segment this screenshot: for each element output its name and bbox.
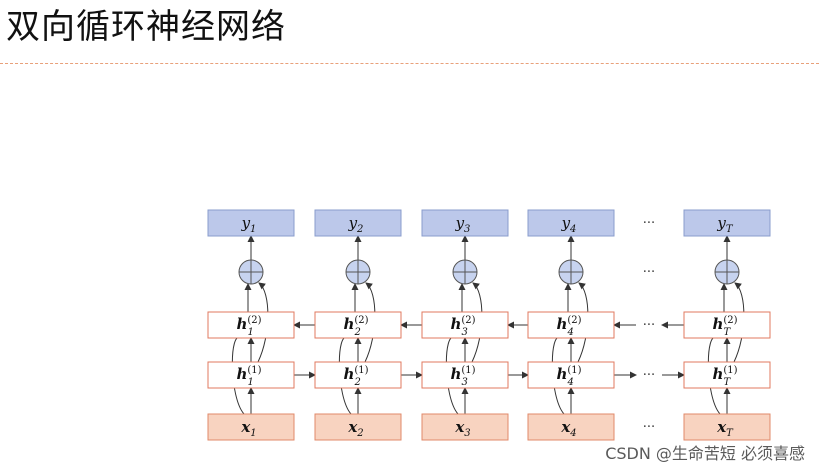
forward-hidden-label-3: h(1)3 <box>450 365 475 388</box>
backward-hidden-box-4 <box>527 311 615 339</box>
backward-hidden-label-3: h(2)3 <box>450 315 475 338</box>
input-label-1: x1 <box>240 418 256 439</box>
input-label-3: x3 <box>454 418 470 439</box>
forward-hidden-box-1 <box>207 361 295 389</box>
output-box-2 <box>314 209 402 237</box>
backward-hidden-box-2 <box>314 311 402 339</box>
input-box-1 <box>207 413 295 441</box>
forward-hidden-label-2: h(1)2 <box>343 365 368 388</box>
output-box-5 <box>683 209 771 237</box>
forward-hidden-box-5 <box>683 361 771 389</box>
page-title: 双向循环神经网络 <box>6 7 286 47</box>
ellipsis-4: ··· <box>643 368 655 383</box>
output-box-3 <box>421 209 509 237</box>
backward-hidden-label-1: h(2)1 <box>236 315 261 338</box>
backward-hidden-box-1 <box>207 311 295 339</box>
input-label-5: xT <box>716 418 734 439</box>
forward-hidden-label-5: h(1)T <box>712 365 737 388</box>
ellipsis-2: ··· <box>643 265 655 280</box>
output-box-4 <box>527 209 615 237</box>
output-label-4: y4 <box>561 214 577 235</box>
ellipsis-5: ··· <box>643 420 655 435</box>
input-box-4 <box>527 413 615 441</box>
output-label-5: yT <box>716 214 733 235</box>
input-label-4: x4 <box>560 418 576 439</box>
output-label-3: y3 <box>455 214 471 235</box>
forward-hidden-label-1: h(1)1 <box>236 365 261 388</box>
output-label-1: y1 <box>241 214 257 235</box>
forward-hidden-box-3 <box>421 361 509 389</box>
forward-hidden-label-4: h(1)4 <box>556 365 581 388</box>
input-box-5 <box>683 413 771 441</box>
ellipsis-3: ··· <box>643 318 655 333</box>
output-box-1 <box>207 209 295 237</box>
backward-hidden-box-5 <box>683 311 771 339</box>
input-box-2 <box>314 413 402 441</box>
forward-hidden-box-4 <box>527 361 615 389</box>
input-label-2: x2 <box>347 418 363 439</box>
backward-hidden-label-2: h(2)2 <box>343 315 368 338</box>
forward-hidden-box-2 <box>314 361 402 389</box>
ellipsis-1: ··· <box>643 216 655 231</box>
input-box-3 <box>421 413 509 441</box>
backward-hidden-box-3 <box>421 311 509 339</box>
watermark: CSDN @生命苦短 必须喜感 <box>605 444 805 463</box>
backward-hidden-label-5: h(2)T <box>712 315 737 338</box>
output-label-2: y2 <box>348 214 364 235</box>
backward-hidden-label-4: h(2)4 <box>556 315 581 338</box>
title-divider <box>0 63 819 64</box>
